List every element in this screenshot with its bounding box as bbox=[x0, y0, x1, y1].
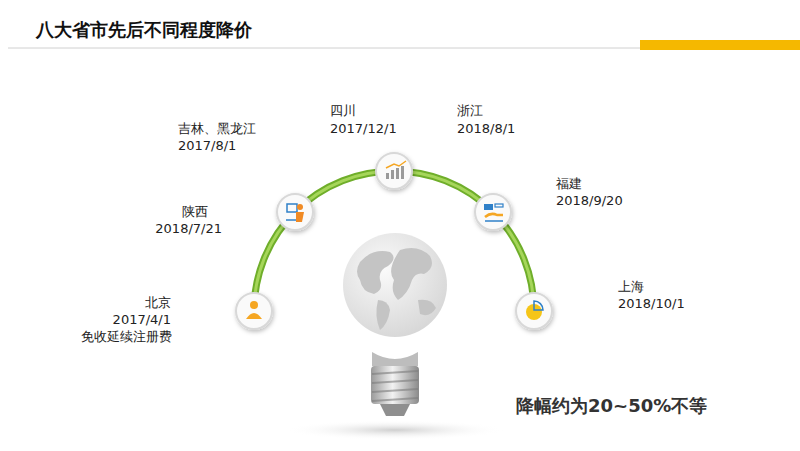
timeline-label: 吉林、黑龙江 bbox=[178, 120, 256, 137]
summary-note: 降幅约为20~50%不等 bbox=[516, 395, 707, 417]
icon-circle bbox=[236, 153, 552, 329]
person-icon bbox=[246, 301, 262, 319]
timeline-label: 2018/9/20 bbox=[556, 192, 623, 209]
timeline-label: 上海 bbox=[618, 278, 644, 295]
timeline-arc bbox=[254, 171, 534, 311]
timeline-label: 浙江 bbox=[457, 102, 483, 119]
timeline-label: 福建 bbox=[556, 175, 582, 192]
timeline-label: 2017/8/1 bbox=[178, 137, 236, 154]
worker-icon bbox=[286, 204, 304, 222]
timeline-label: 陕西 bbox=[182, 203, 208, 220]
timeline-label: 北京 bbox=[145, 294, 171, 311]
timeline-label: 四川 bbox=[330, 102, 356, 119]
globe bbox=[343, 233, 447, 337]
header-rule bbox=[8, 48, 640, 49]
chart-icon bbox=[386, 161, 406, 179]
header-bar bbox=[640, 40, 800, 50]
timeline-label: 2017/12/1 bbox=[330, 120, 397, 137]
timeline-label: 2018/8/1 bbox=[457, 120, 515, 137]
timeline-label: 2017/4/1 bbox=[113, 311, 171, 328]
timeline-arc-highlight bbox=[254, 171, 534, 311]
bulb-base bbox=[285, 352, 505, 440]
timeline-label: 2018/10/1 bbox=[618, 295, 685, 312]
timeline-label: 免收延续注册费 bbox=[81, 328, 172, 345]
pie-icon bbox=[526, 301, 543, 320]
timeline-label: 2018/7/21 bbox=[155, 220, 222, 237]
slide-title: 八大省市先后不同程度降价 bbox=[36, 18, 252, 42]
handshake-icon bbox=[484, 204, 503, 221]
